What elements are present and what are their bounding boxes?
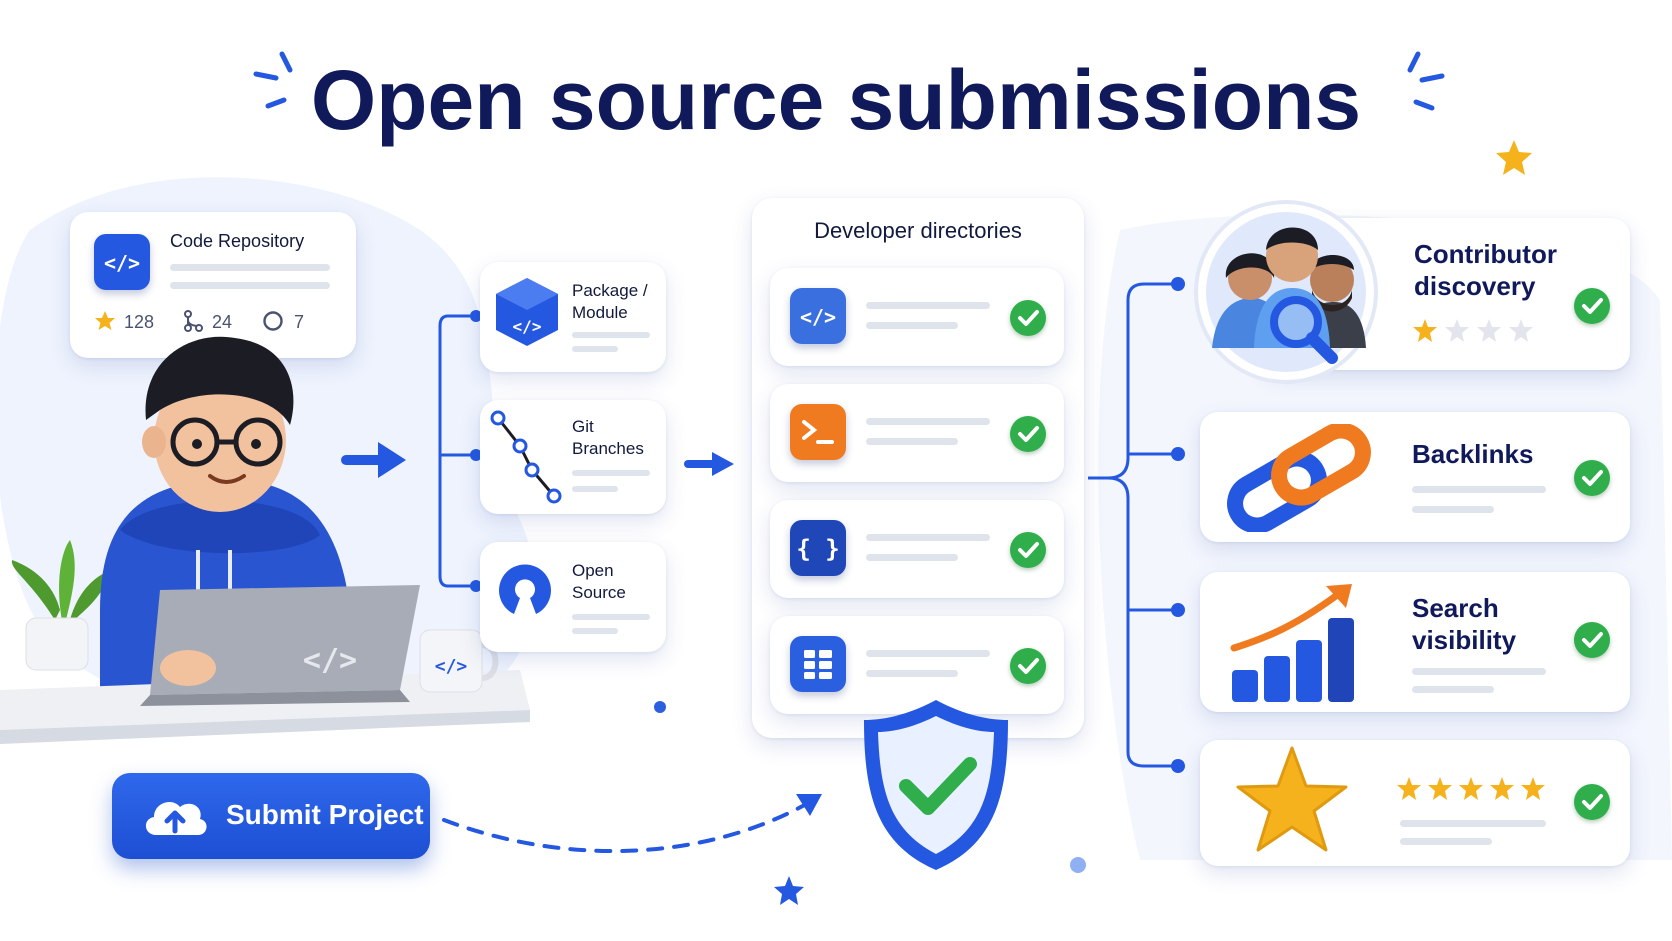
issue-icon xyxy=(263,311,283,331)
benefit-label-3a: Search xyxy=(1412,593,1499,623)
grid-icon xyxy=(790,636,846,692)
directory-item-braces[interactable]: { } xyxy=(770,500,1064,598)
directories-heading: Developer directories xyxy=(814,218,1022,243)
rating-stars xyxy=(1413,319,1533,342)
issues-count: 7 xyxy=(294,312,305,332)
check-icon xyxy=(1010,532,1046,568)
git-branch-icon xyxy=(490,410,562,504)
benefit-card-search-visibility[interactable]: Search visibility xyxy=(1200,572,1630,712)
check-icon xyxy=(1574,460,1610,496)
repository-label: Code Repository xyxy=(170,231,305,251)
connector-bracket-right xyxy=(1088,277,1185,773)
shield-check-icon xyxy=(864,700,1008,870)
terminal-icon xyxy=(790,404,846,460)
directory-item-code[interactable]: </> xyxy=(770,268,1064,366)
source-label-1a: Package / xyxy=(572,281,648,300)
benefit-label-1b: discovery xyxy=(1414,271,1536,301)
benefit-label-3b: visibility xyxy=(1412,625,1517,655)
big-star-icon xyxy=(1236,746,1348,852)
stars-count: 128 xyxy=(124,312,155,332)
cloud-upload-icon xyxy=(145,802,207,835)
check-icon xyxy=(1574,784,1610,820)
benefit-label-1a: Contributor xyxy=(1414,239,1557,269)
code-icon: </> xyxy=(790,288,846,344)
svg-text:</>: </> xyxy=(104,251,140,275)
check-icon xyxy=(1010,648,1046,684)
connector-bracket xyxy=(438,310,482,592)
star-small-decoration-icon xyxy=(774,876,804,905)
svg-text:{ }: { } xyxy=(796,535,839,563)
star-decoration-icon xyxy=(1496,140,1532,175)
submit-project-button[interactable]: Submit Project xyxy=(112,773,430,859)
benefit-card-rating[interactable] xyxy=(1200,740,1630,866)
source-card-open-source[interactable]: Open Source xyxy=(480,542,666,652)
source-card-package[interactable]: </> Package / Module xyxy=(480,262,666,372)
svg-text:</>: </> xyxy=(435,656,468,677)
braces-icon: { } xyxy=(790,520,846,576)
contributors-avatar-icon xyxy=(1194,200,1378,384)
forks-count: 24 xyxy=(212,312,233,332)
directory-item-grid[interactable] xyxy=(770,616,1064,714)
source-label-1b: Module xyxy=(572,303,628,322)
code-repository-card[interactable]: </> Code Repository 128 24 7 xyxy=(70,212,356,358)
check-icon xyxy=(1574,622,1610,658)
arrow-right-small-icon xyxy=(684,452,734,476)
code-icon: </> xyxy=(94,234,150,290)
source-label-2a: Git xyxy=(572,417,594,436)
source-label-3b: Source xyxy=(572,583,626,602)
source-label-3a: Open xyxy=(572,561,614,580)
check-icon xyxy=(1010,416,1046,452)
link-chain-icon xyxy=(1227,424,1371,532)
dashed-arrow-icon xyxy=(442,794,822,854)
page-title: Open source submissions xyxy=(310,53,1362,147)
growth-chart-icon xyxy=(1230,584,1354,702)
open-source-icon xyxy=(499,564,551,614)
fork-icon xyxy=(184,310,203,332)
svg-text:</>: </> xyxy=(513,317,542,336)
arrow-right-icon xyxy=(341,442,406,478)
developer-illustration: </> </> xyxy=(0,336,530,744)
sparkle-right-icon xyxy=(1407,51,1445,111)
code-cube-icon: </> xyxy=(496,278,558,346)
check-icon xyxy=(1010,300,1046,336)
svg-text:</>: </> xyxy=(800,305,836,329)
star-icon xyxy=(95,311,115,330)
benefit-label-2: Backlinks xyxy=(1412,439,1534,469)
sparkle-left-icon xyxy=(253,51,293,109)
five-star-rating xyxy=(1397,777,1545,800)
source-label-2b: Branches xyxy=(572,439,644,458)
submit-button-label: Submit Project xyxy=(226,799,424,830)
directory-item-terminal[interactable] xyxy=(770,384,1064,482)
benefit-card-backlinks[interactable]: Backlinks xyxy=(1200,412,1630,542)
svg-text:</>: </> xyxy=(303,643,357,678)
source-card-git[interactable]: Git Branches xyxy=(480,400,666,514)
check-icon xyxy=(1574,288,1610,324)
